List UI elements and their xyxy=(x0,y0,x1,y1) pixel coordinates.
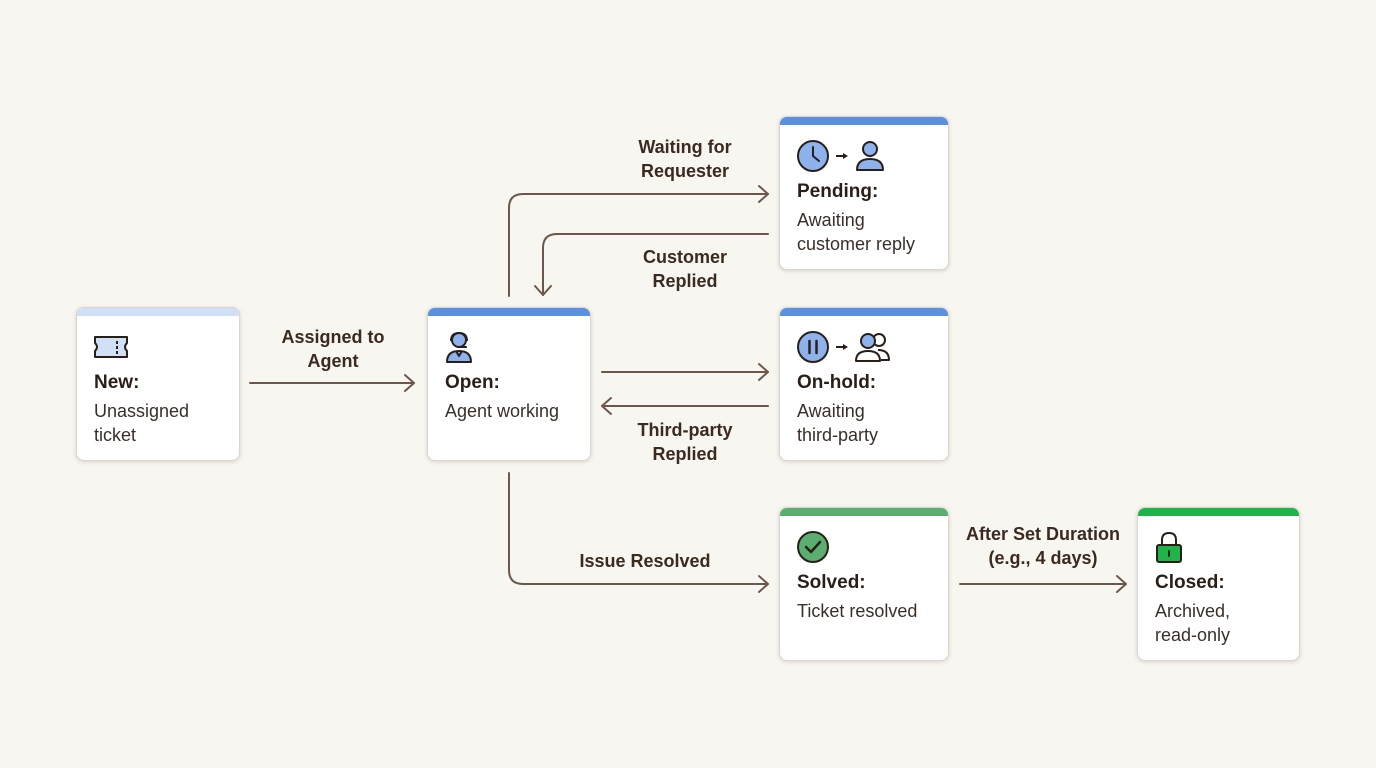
node-title: Closed: xyxy=(1155,572,1225,593)
edge-label-line: Replied xyxy=(652,444,718,464)
node-pending: Pending: Awaiting customer reply xyxy=(779,116,949,270)
node-description: Ticket resolved xyxy=(797,599,948,623)
edge-thirdparty-arrowhead xyxy=(601,397,612,415)
node-solved: Solved: Ticket resolved xyxy=(779,507,949,661)
edge-label-line: (e.g., 4 days) xyxy=(988,548,1098,568)
node-icon-row xyxy=(1154,530,1184,564)
edge-onhold-arrowhead xyxy=(758,363,769,381)
node-topbar xyxy=(780,117,948,125)
node-icon-row xyxy=(444,330,478,364)
edge-label-line: Issue Resolved xyxy=(579,551,711,571)
edge-duration-arrowhead xyxy=(1116,575,1127,593)
node-description-line: read-only xyxy=(1155,625,1231,645)
node-description-line: Agent working xyxy=(445,401,560,421)
node-title: Open: xyxy=(445,372,500,393)
node-icon-row xyxy=(796,139,886,173)
arrow-right-icon xyxy=(836,153,848,159)
edge-label-customer: Customer Replied xyxy=(643,245,727,293)
edge-customer-line xyxy=(542,233,769,296)
node-icon-row xyxy=(796,530,830,564)
node-description-line: ticket xyxy=(94,425,137,445)
node-description-line: third-party xyxy=(797,425,879,445)
node-description-line: customer reply xyxy=(797,234,916,254)
edge-label-line: Waiting for xyxy=(638,137,732,157)
edge-label-line: Customer xyxy=(642,247,728,267)
node-description: Awaiting customer reply xyxy=(797,208,948,256)
edge-label-thirdparty: Third-party Replied xyxy=(637,418,732,466)
node-description-line: Awaiting xyxy=(797,401,865,421)
edge-label-duration: After Set Duration (e.g., 4 days) xyxy=(966,522,1120,570)
node-topbar xyxy=(780,508,948,516)
node-description: Archived, read-only xyxy=(1155,599,1299,647)
node-topbar xyxy=(77,308,239,316)
node-topbar xyxy=(1138,508,1299,516)
edge-label-assigned: Assigned to Agent xyxy=(281,325,384,373)
node-description-line: Awaiting xyxy=(797,210,865,230)
edge-label-line: After Set Duration xyxy=(965,524,1121,544)
edge-waiting-arrowhead xyxy=(758,185,769,203)
node-new: New: Unassigned ticket xyxy=(76,307,240,461)
edge-label-waiting: Waiting for Requester xyxy=(638,135,731,183)
node-title: Solved: xyxy=(797,572,866,593)
node-icon-row xyxy=(93,330,129,364)
node-description: Awaiting third-party xyxy=(797,399,948,447)
edge-label-resolved: Issue Resolved xyxy=(579,549,710,573)
edge-resolved-line xyxy=(508,472,769,585)
node-description-line: Archived, xyxy=(1155,601,1231,621)
check-circle-icon xyxy=(797,531,829,563)
arrow-right-icon xyxy=(836,344,848,350)
edge-customer-arrowhead xyxy=(534,285,552,296)
agent-headset-icon xyxy=(446,331,472,363)
edge-label-line: Third-party xyxy=(637,420,733,440)
edge-waiting-line xyxy=(508,193,769,297)
lock-icon xyxy=(1156,531,1182,563)
node-onhold: On-hold: Awaiting third-party xyxy=(779,307,949,461)
node-description-line: Unassigned xyxy=(94,401,190,421)
edge-label-line: Assigned to xyxy=(281,327,385,347)
node-description: Unassigned ticket xyxy=(94,399,239,447)
pause-icon xyxy=(797,331,829,363)
node-title: On-hold: xyxy=(797,372,877,393)
users-icon xyxy=(855,333,890,362)
edge-assigned-arrowhead xyxy=(404,374,415,392)
edge-resolved-arrowhead xyxy=(758,575,769,593)
node-description: Agent working xyxy=(445,399,590,423)
clock-icon xyxy=(797,140,829,172)
node-topbar xyxy=(780,308,948,316)
edge-label-line: Requester xyxy=(640,161,730,181)
node-title: Pending: xyxy=(797,181,879,202)
node-closed: Closed: Archived, read-only xyxy=(1137,507,1300,661)
node-icon-row xyxy=(796,330,892,364)
edge-label-line: Replied xyxy=(652,271,718,291)
edge-label-line: Agent xyxy=(307,351,359,371)
node-open: Open: Agent working xyxy=(427,307,591,461)
node-title: New: xyxy=(94,372,140,393)
user-icon xyxy=(856,141,884,171)
node-description-line: Ticket resolved xyxy=(797,601,918,621)
ticket-icon xyxy=(94,336,128,358)
node-topbar xyxy=(428,308,590,316)
